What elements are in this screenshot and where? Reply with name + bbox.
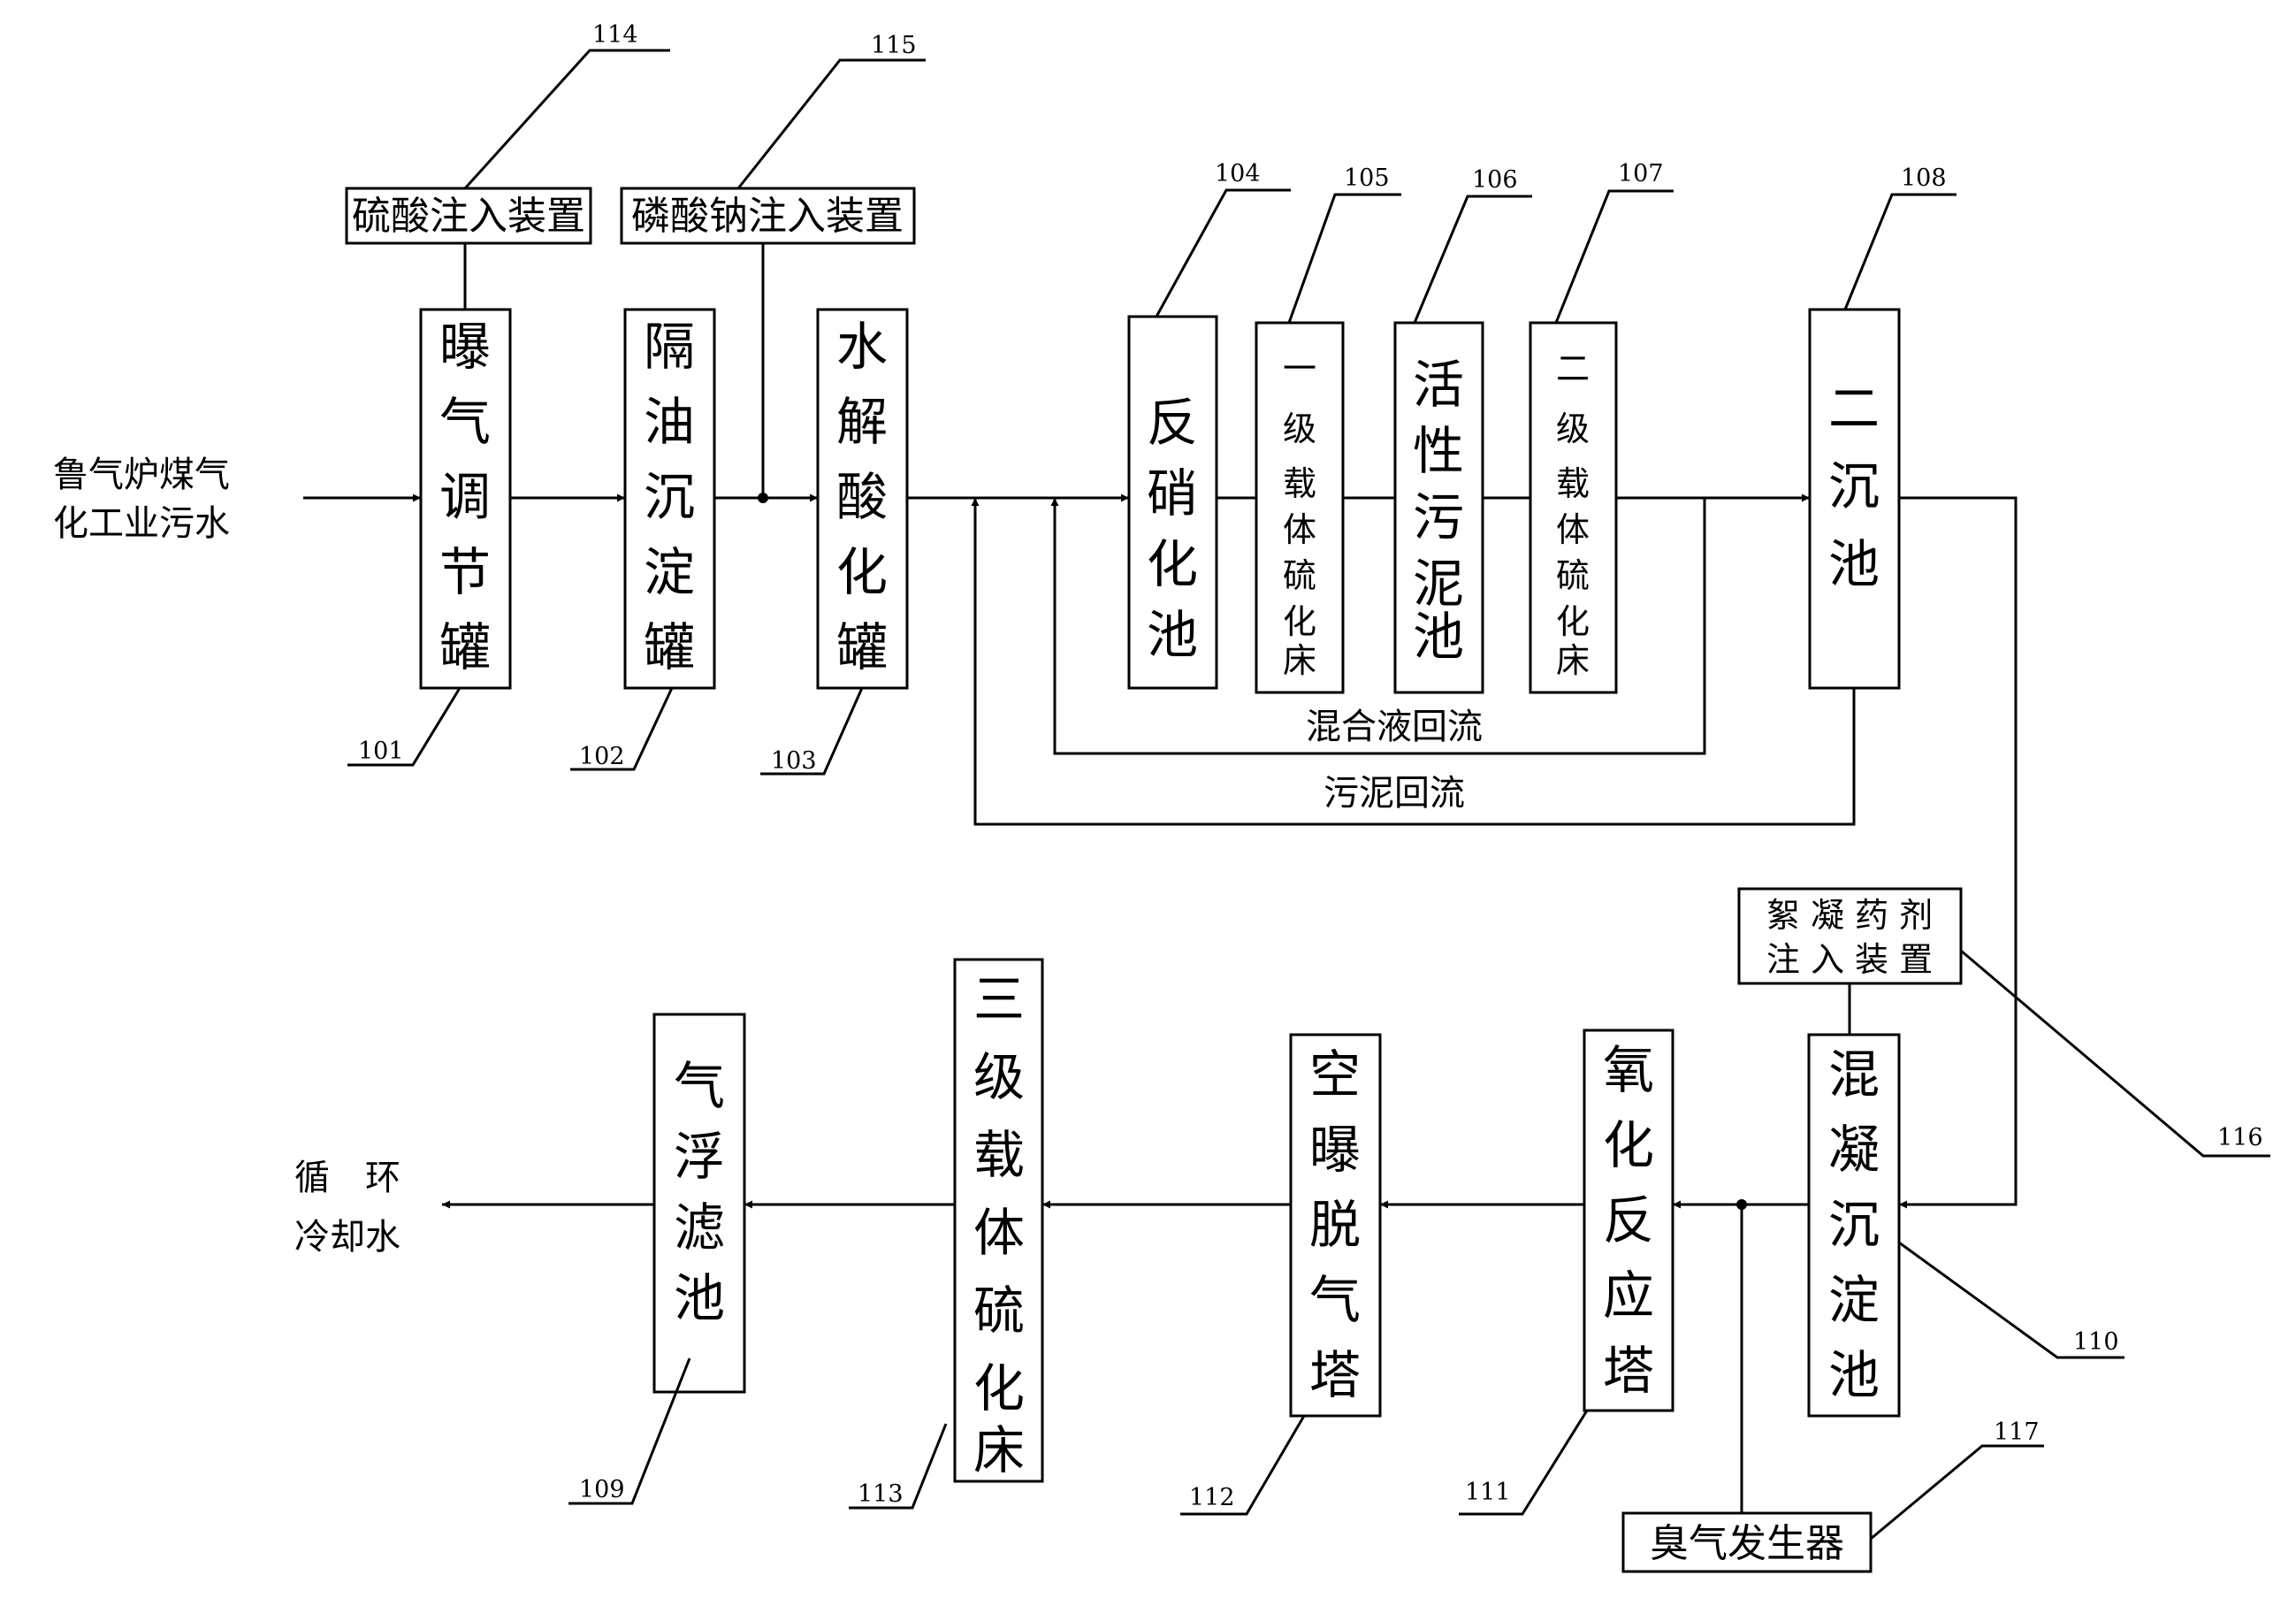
ref-number-105: 105: [1344, 164, 1390, 192]
ref-number-107: 107: [1618, 160, 1664, 187]
unit-label-112: 空曝脱气塔: [1309, 1044, 1361, 1405]
output-label: 循 环 冷却水: [294, 1158, 400, 1258]
ref-number-115: 115: [871, 32, 917, 59]
ref-number-106: 106: [1472, 166, 1518, 194]
device-label-114: 硫酸注入装置: [352, 194, 585, 239]
unit-label-101: 曝气调节罐: [439, 317, 491, 677]
device-box-115: [620, 187, 916, 245]
device-box-116: [1737, 887, 1963, 985]
ref-number-108: 108: [1901, 164, 1947, 192]
ref-number-104: 104: [1215, 160, 1261, 187]
device-label-117: 臭气发生器: [1650, 1521, 1844, 1566]
ref-number-101: 101: [358, 738, 404, 765]
unit-box-105: [1255, 321, 1345, 694]
unit-label-104: 反硝化池: [1147, 393, 1198, 665]
ref-number-102: 102: [579, 743, 625, 770]
device-box-117: [1621, 1511, 1873, 1573]
device-box-114: [345, 187, 592, 245]
unit-label-107: 二级载体硫化床: [1556, 349, 1590, 680]
unit-label-111: 氧化反应塔: [1603, 1040, 1654, 1401]
unit-box-112: [1289, 1033, 1382, 1418]
unit-box-104: [1127, 315, 1218, 690]
ref-number-103: 103: [771, 747, 817, 775]
output-label-line-2: 冷却水: [294, 1217, 400, 1258]
ref-number-111: 111: [1465, 1479, 1511, 1506]
device-label-115: 磷酸钠注入装置: [631, 194, 904, 239]
mixed-liquor-return-label: 混合液回流: [1306, 707, 1483, 747]
unit-box-102: [623, 308, 716, 690]
unit-label-108: 二沉池: [1828, 379, 1880, 594]
input-label: 鲁气炉煤气 化工业污水: [53, 455, 230, 544]
ref-number-116: 116: [2217, 1124, 2263, 1151]
unit-label-103: 水解酸化罐: [836, 317, 888, 677]
junction-dot: [758, 493, 768, 503]
input-label-line-2: 化工业污水: [53, 503, 230, 544]
junction-dot: [1736, 1199, 1747, 1210]
ref-number-109: 109: [579, 1476, 625, 1503]
unit-label-106: 活性污泥池: [1413, 355, 1464, 667]
sludge-return-label: 污泥回流: [1323, 773, 1465, 814]
unit-box-103: [816, 308, 909, 690]
unit-label-113: 三级载体硫化床: [973, 969, 1025, 1480]
ref-number-114: 114: [592, 21, 638, 49]
ref-number-113: 113: [858, 1480, 904, 1508]
ref-number-112: 112: [1189, 1484, 1235, 1511]
output-label-line-1: 循 环: [294, 1158, 400, 1198]
unit-box-106: [1393, 321, 1484, 694]
unit-label-105: 一级载体硫化床: [1283, 349, 1316, 680]
unit-box-113: [953, 958, 1044, 1483]
unit-label-102: 隔油沉淀罐: [644, 317, 695, 677]
input-label-line-1: 鲁气炉煤气: [53, 455, 230, 495]
device-label-116-line-1: 絮 凝 药 剂: [1766, 896, 1933, 935]
leader-lines: [347, 49, 2270, 1541]
reference-numbers: 114 115 104 105 106 107 108 101 102 103 …: [358, 21, 2263, 1511]
unit-box-110: [1807, 1033, 1901, 1418]
unit-box-101: [419, 308, 512, 690]
device-label-116-line-2: 注 入 装 置: [1766, 940, 1933, 979]
unit-box-107: [1529, 321, 1618, 694]
ref-number-110: 110: [2073, 1328, 2119, 1356]
unit-label-110: 混凝沉淀池: [1828, 1044, 1880, 1405]
ref-number-117: 117: [1994, 1419, 2040, 1446]
unit-label-109: 气浮滤池: [674, 1056, 725, 1328]
unit-box-111: [1583, 1029, 1674, 1412]
